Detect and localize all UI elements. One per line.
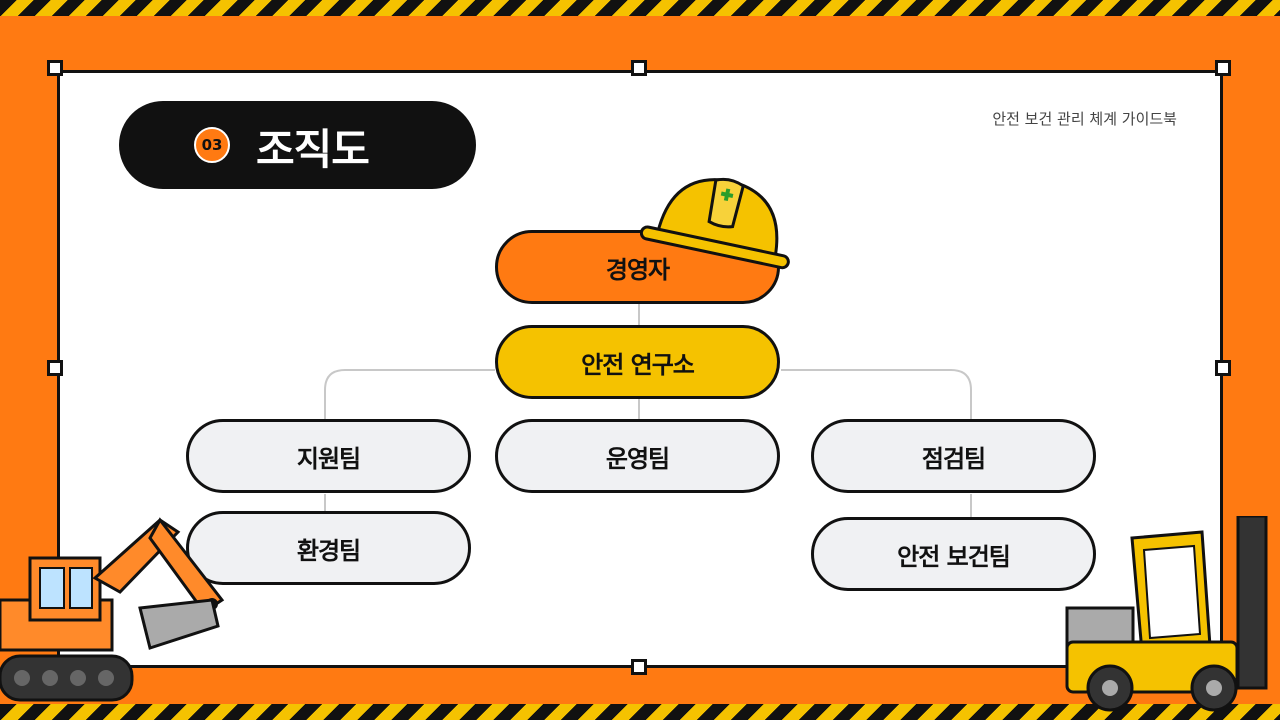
- org-node-team-safety-health: 안전 보건팀: [811, 517, 1096, 591]
- org-node-team-operations: 운영팀: [495, 419, 780, 493]
- frame-handle-middle-left: [47, 360, 63, 376]
- frame-handle-middle-right: [1215, 360, 1231, 376]
- frame-handle-bottom-center: [631, 659, 647, 675]
- section-number-badge: 03: [194, 127, 230, 163]
- title-banner: [119, 101, 476, 189]
- forklift-icon: [1065, 516, 1268, 712]
- frame-handle-top-left: [47, 60, 63, 76]
- hazard-stripe-bottom: [0, 704, 1280, 720]
- page-subtitle: 안전 보건 관리 체계 가이드북: [992, 110, 1177, 128]
- excavator-icon: [0, 517, 225, 702]
- org-node-team-environment: 환경팀: [186, 511, 471, 585]
- hard-hat-icon: [640, 177, 790, 270]
- hazard-stripe-top: [0, 0, 1280, 16]
- frame-handle-top-center: [631, 60, 647, 76]
- org-node-team-inspection: 점검팀: [811, 419, 1096, 493]
- org-node-team-support: 지원팀: [186, 419, 471, 493]
- page-title: 조직도: [256, 125, 370, 174]
- frame-handle-top-right: [1215, 60, 1231, 76]
- org-node-second: 안전 연구소: [495, 325, 780, 399]
